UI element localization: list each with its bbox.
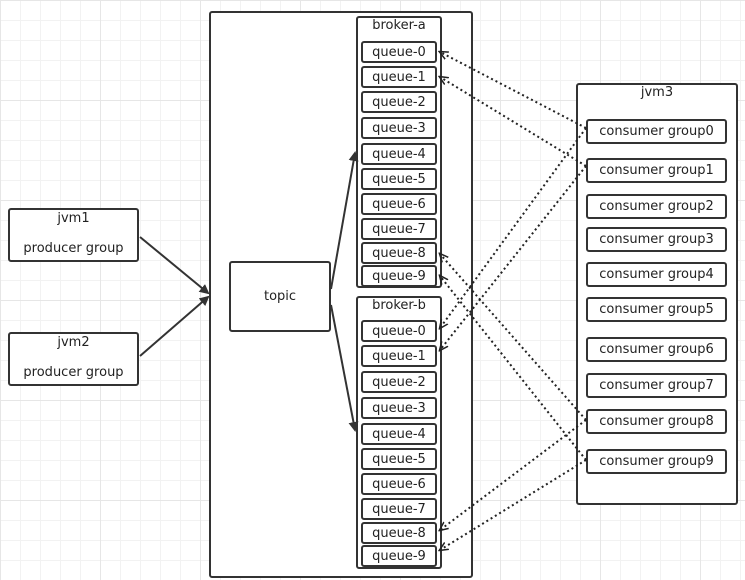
broker-b-queue-9[interactable]: queue-9 <box>361 545 437 567</box>
broker-a-queue-2[interactable]: queue-2 <box>361 91 437 113</box>
broker-a-queue-9[interactable]: queue-9 <box>361 265 437 287</box>
consumer-group-0[interactable]: consumer group0 <box>586 119 727 144</box>
broker-a-queue-8[interactable]: queue-8 <box>361 242 437 264</box>
broker-a-queue-0[interactable]: queue-0 <box>361 41 437 63</box>
producer-jvm1-box[interactable]: jvm1 producer group <box>8 208 139 262</box>
producer-jvm2-group: producer group <box>23 365 124 380</box>
broker-a-queue-4[interactable]: queue-4 <box>361 143 437 165</box>
broker-b-queue-1[interactable]: queue-1 <box>361 345 437 367</box>
topic-label: topic <box>263 289 297 304</box>
broker-a-queue-5[interactable]: queue-5 <box>361 168 437 190</box>
broker-a-queue-6[interactable]: queue-6 <box>361 193 437 215</box>
consumer-jvm3-label: jvm3 <box>640 85 674 100</box>
consumer-group-3[interactable]: consumer group3 <box>586 227 727 252</box>
broker-b-queue-4[interactable]: queue-4 <box>361 423 437 445</box>
broker-a-label: broker-a <box>372 18 426 33</box>
consumer-group-4[interactable]: consumer group4 <box>586 262 727 287</box>
broker-b-queue-6[interactable]: queue-6 <box>361 473 437 495</box>
broker-b-label: broker-b <box>372 298 426 313</box>
consumer-group-7[interactable]: consumer group7 <box>586 373 727 398</box>
broker-a-queue-1[interactable]: queue-1 <box>361 66 437 88</box>
broker-b-queue-5[interactable]: queue-5 <box>361 448 437 470</box>
producer-jvm1-label: jvm1 <box>57 211 90 226</box>
consumer-group-9[interactable]: consumer group9 <box>586 449 727 474</box>
consumer-jvm3-box[interactable]: jvm3 <box>576 83 738 505</box>
consumer-group-8[interactable]: consumer group8 <box>586 409 727 434</box>
consumer-group-2[interactable]: consumer group2 <box>586 194 727 219</box>
producer-jvm2-box[interactable]: jvm2 producer group <box>8 332 139 386</box>
topic-box[interactable]: topic <box>229 261 331 332</box>
consumer-group-5[interactable]: consumer group5 <box>586 297 727 322</box>
broker-b-queue-7[interactable]: queue-7 <box>361 498 437 520</box>
broker-b-queue-3[interactable]: queue-3 <box>361 397 437 419</box>
producer2-to-topic-arrow <box>139 295 210 357</box>
producer1-to-topic-arrow <box>139 236 210 295</box>
broker-b-queue-2[interactable]: queue-2 <box>361 371 437 393</box>
broker-b-queue-8[interactable]: queue-8 <box>361 522 437 544</box>
consumer-group-1[interactable]: consumer group1 <box>586 158 727 183</box>
producer-jvm1-group: producer group <box>23 241 124 256</box>
broker-a-queue-3[interactable]: queue-3 <box>361 117 437 139</box>
broker-a-queue-7[interactable]: queue-7 <box>361 218 437 240</box>
consumer-group-6[interactable]: consumer group6 <box>586 337 727 362</box>
producer-jvm2-label: jvm2 <box>57 335 90 350</box>
broker-b-queue-0[interactable]: queue-0 <box>361 320 437 342</box>
